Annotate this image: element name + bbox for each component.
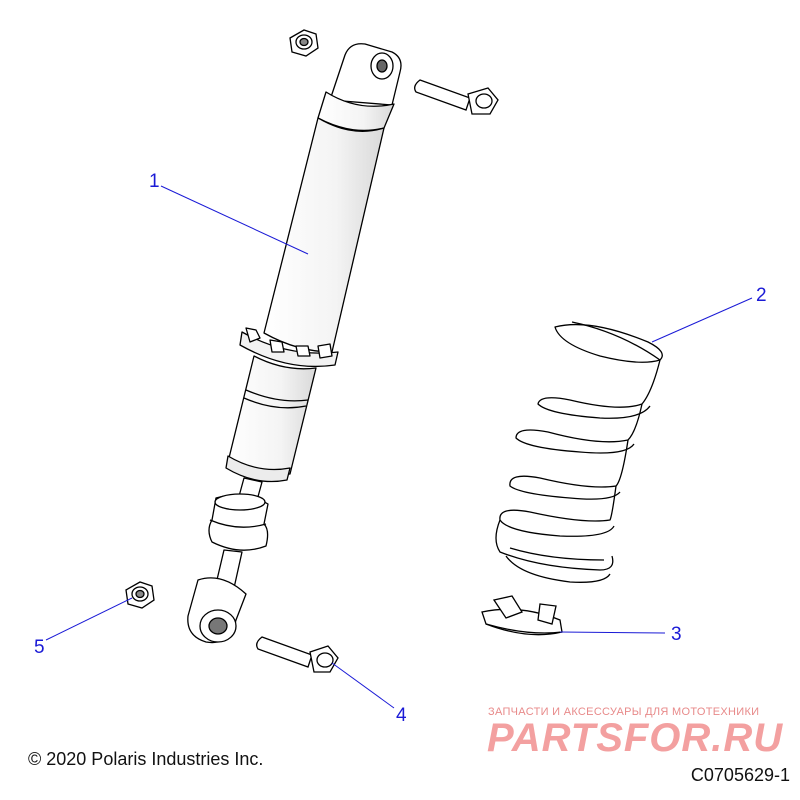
callout-1: 1 xyxy=(149,171,160,192)
leader-line-1 xyxy=(160,185,309,255)
callout-3: 3 xyxy=(671,624,682,645)
shock-seal xyxy=(225,455,291,483)
leader-line-2 xyxy=(651,297,753,343)
callout-4: 4 xyxy=(396,705,407,726)
watermark-tagline: ЗАПЧАСТИ И АКСЕССУАРЫ ДЛЯ МОТОТЕХНИКИ xyxy=(488,706,760,718)
coil-spring xyxy=(495,321,663,583)
flange-bolt-upper xyxy=(414,79,499,115)
flange-nut-lower xyxy=(125,581,155,609)
shock-lower-body xyxy=(227,355,317,476)
watermark-logo: PARTSFOR.RU xyxy=(487,716,784,760)
shock-adjuster-collar xyxy=(239,327,339,368)
shock-body xyxy=(263,117,385,353)
leader-line-5 xyxy=(45,597,133,641)
shock-top-eye xyxy=(329,43,402,106)
callout-2: 2 xyxy=(756,285,767,306)
leader-line-3 xyxy=(559,631,666,634)
shock-bump-stop xyxy=(208,493,269,551)
diagram-id: C0705629-1 xyxy=(690,765,790,785)
shock-bottom-eye xyxy=(187,577,247,644)
spring-retainer xyxy=(481,595,563,636)
flange-nut-upper xyxy=(289,29,319,57)
shock-absorber xyxy=(187,43,402,644)
flange-bolt-lower xyxy=(256,636,339,673)
leader-lines xyxy=(45,185,753,709)
copyright-notice: © 2020 Polaris Industries Inc. xyxy=(28,749,264,769)
callout-5: 5 xyxy=(34,637,45,658)
leader-line-4 xyxy=(331,662,395,709)
